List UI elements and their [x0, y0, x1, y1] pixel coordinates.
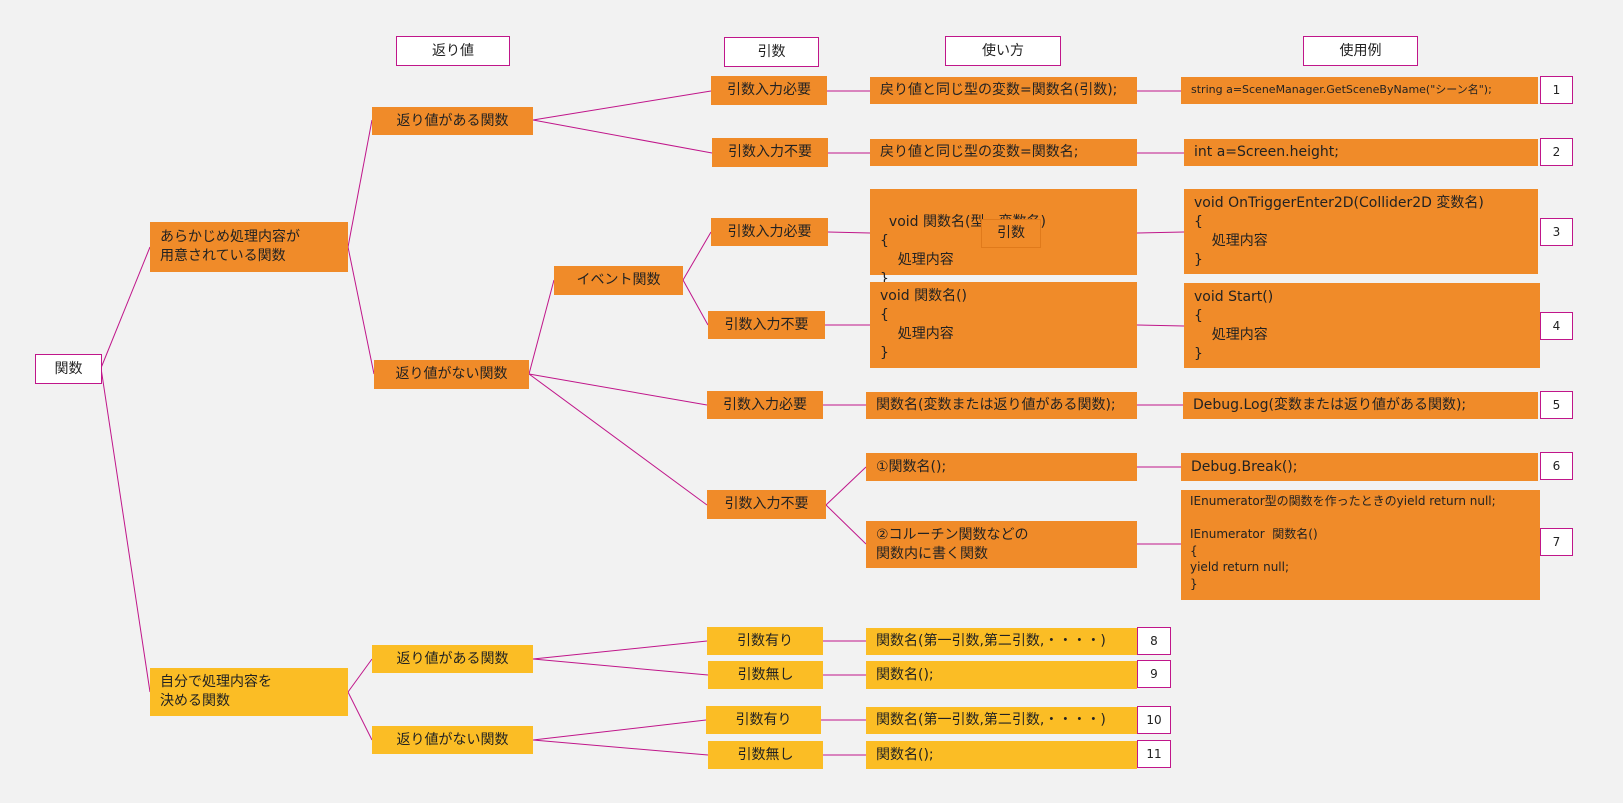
connector	[532, 90, 712, 121]
arg-node-9: 引数無し	[708, 661, 823, 689]
connector	[347, 658, 373, 693]
arg-node-10: 引数有り	[706, 706, 821, 734]
arg-node-6: 引数入力不要	[707, 490, 826, 519]
node-predefined-function: あらかじめ処理内容が 用意されている関数	[150, 222, 348, 272]
row-number-9: 9	[1137, 660, 1171, 688]
root-node-function: 関数	[35, 354, 102, 384]
example-5: Debug.Log(変数または返り値がある関数);	[1183, 392, 1538, 419]
connector	[532, 640, 708, 660]
arg-node-5: 引数入力必要	[707, 391, 823, 419]
connector	[682, 231, 712, 281]
header-usage: 使い方	[945, 36, 1061, 66]
example-1: string a=SceneManager.GetSceneByName("シー…	[1181, 77, 1538, 104]
connector	[1136, 231, 1185, 234]
usage-4: void 関数名() { 処理内容 }	[870, 282, 1137, 368]
connector	[347, 246, 375, 375]
example-4: void Start() { 処理内容 }	[1184, 283, 1540, 368]
usage-6: ①関数名();	[866, 453, 1137, 481]
node-user-defined-function: 自分で処理内容を 決める関数	[150, 668, 348, 716]
connector	[528, 373, 708, 406]
header-arguments: 引数	[724, 37, 819, 67]
connector	[825, 504, 867, 545]
row-number-4: 4	[1540, 312, 1573, 340]
row-number-8: 8	[1137, 627, 1171, 655]
usage-9: 関数名();	[866, 661, 1137, 689]
usage-7: ②コルーチン関数などの 関数内に書く関数	[866, 521, 1137, 568]
connector	[347, 691, 373, 741]
arg-node-8: 引数有り	[707, 627, 823, 655]
row-number-6: 6	[1540, 452, 1573, 480]
usage-10: 関数名(第一引数,第二引数,・・・・)	[866, 707, 1137, 734]
connector	[528, 373, 708, 506]
arg-node-1: 引数入力必要	[711, 76, 827, 105]
usage-3: void 関数名(型 変数名) { 処理内容 } 引数	[870, 189, 1137, 287]
connector	[682, 279, 709, 326]
arg-node-4: 引数入力不要	[708, 311, 825, 339]
row-number-5: 5	[1540, 391, 1573, 419]
usage-8: 関数名(第一引数,第二引数,・・・・)	[866, 628, 1137, 655]
usage-5: 関数名(変数または返り値がある関数);	[866, 392, 1137, 419]
row-number-1: 1	[1540, 76, 1573, 104]
connector	[100, 367, 151, 693]
connector	[528, 279, 555, 375]
example-6: Debug.Break();	[1181, 453, 1538, 481]
connector	[532, 119, 713, 154]
connector	[827, 231, 871, 234]
connector	[1136, 324, 1185, 327]
connector	[532, 739, 709, 756]
arg-node-11: 引数無し	[708, 741, 823, 769]
example-2: int a=Screen.height;	[1184, 139, 1538, 166]
node-event-function: イベント関数	[554, 266, 683, 295]
example-3: void OnTriggerEnter2D(Collider2D 変数名) { …	[1184, 189, 1538, 274]
row-number-7: 7	[1540, 528, 1573, 556]
row-number-10: 10	[1137, 706, 1171, 734]
header-return-value: 返り値	[396, 36, 510, 66]
node-user-without-return: 返り値がない関数	[372, 726, 533, 754]
connector	[347, 119, 373, 248]
header-example: 使用例	[1303, 36, 1418, 66]
connector	[825, 466, 867, 506]
example-7: IEnumerator型の関数を作ったときのyield return null;…	[1181, 490, 1540, 600]
usage-2: 戻り値と同じ型の変数=関数名;	[870, 139, 1137, 166]
node-user-with-return: 返り値がある関数	[372, 645, 533, 673]
row-number-11: 11	[1137, 740, 1171, 768]
arg-node-2: 引数入力不要	[712, 138, 828, 167]
connector	[100, 246, 151, 369]
node-with-return: 返り値がある関数	[372, 107, 533, 135]
connector	[532, 719, 707, 741]
usage-3-arg-label: 引数	[981, 219, 1041, 248]
node-without-return: 返り値がない関数	[374, 360, 529, 389]
row-number-3: 3	[1540, 218, 1573, 246]
connector	[532, 658, 709, 676]
arg-node-3: 引数入力必要	[711, 218, 828, 246]
usage-11: 関数名();	[866, 741, 1137, 769]
usage-1: 戻り値と同じ型の変数=関数名(引数);	[870, 77, 1137, 104]
row-number-2: 2	[1540, 138, 1573, 166]
